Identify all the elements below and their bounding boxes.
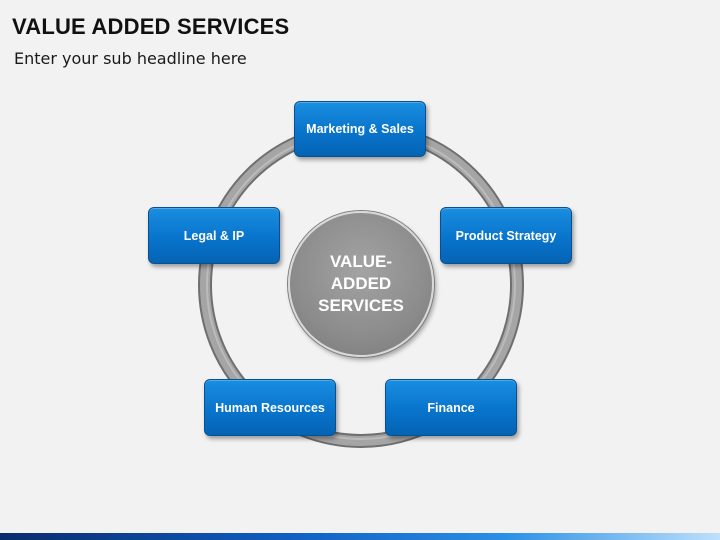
node-marketing-sales[interactable]: Marketing & Sales xyxy=(294,101,426,157)
footer-bar xyxy=(0,533,720,540)
node-label: Product Strategy xyxy=(455,228,557,243)
node-label: Marketing & Sales xyxy=(306,122,414,136)
node-label: Human Resources xyxy=(215,400,325,415)
node-finance[interactable]: Finance xyxy=(385,379,517,436)
node-label: Legal & IP xyxy=(183,228,245,243)
center-line-1: VALUE- xyxy=(329,252,392,271)
node-legal-ip[interactable]: Legal & IP xyxy=(148,207,280,264)
node-product-strategy[interactable]: Product Strategy xyxy=(440,207,572,264)
center-hub: VALUE- ADDED SERVICES xyxy=(288,211,434,357)
node-label: Finance xyxy=(427,400,475,415)
center-line-3: SERVICES xyxy=(318,296,404,315)
slide-subtitle: Enter your sub headline here xyxy=(14,49,247,68)
slide-title: VALUE ADDED SERVICES xyxy=(12,14,290,39)
center-line-2: ADDED xyxy=(330,274,392,293)
node-human-resources[interactable]: Human Resources xyxy=(204,379,336,436)
